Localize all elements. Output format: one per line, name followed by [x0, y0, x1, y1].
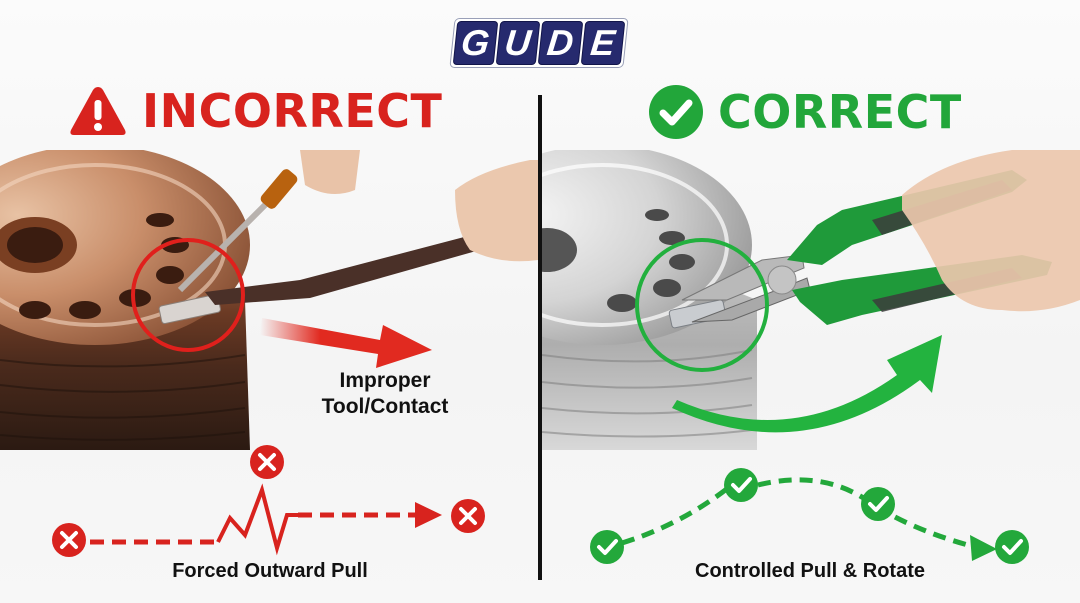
- check-circle-icon: [590, 530, 624, 564]
- annotation-line: Tool/Contact: [321, 395, 449, 418]
- wheel-weight: [668, 299, 727, 329]
- outward-arrow-icon: [260, 318, 432, 368]
- forced-pull-diagram: [52, 445, 485, 557]
- x-circle-icon: [250, 445, 284, 479]
- check-circle-icon: [724, 468, 758, 502]
- wheel-vent-holes: [607, 209, 695, 312]
- logo-letter: D: [537, 21, 583, 65]
- screwdriver-shaft: [177, 197, 273, 293]
- hand: [300, 150, 360, 194]
- hand: [902, 150, 1080, 312]
- correct-highlight-circle: [635, 238, 769, 372]
- problem-highlight-circle: [131, 238, 245, 352]
- logo-letter: G: [452, 21, 498, 65]
- controlled-pull-caption: Controlled Pull & Rotate: [695, 560, 925, 582]
- wheel-face: [0, 150, 250, 345]
- incorrect-heading: INCORRECT: [68, 84, 442, 138]
- check-circle-icon: [649, 85, 703, 139]
- improper-tool-label: Improper Tool/Contact: [300, 368, 470, 420]
- screwdriver-handle: [260, 169, 298, 209]
- rotate-arrow-icon: [672, 335, 942, 433]
- correct-title: CORRECT: [718, 85, 962, 139]
- pliers-pivot: [767, 265, 797, 295]
- correct-scene: [542, 150, 1080, 450]
- x-circle-icon: [451, 499, 485, 533]
- pry-bar: [205, 225, 515, 305]
- gude-logo: G U D E: [449, 18, 629, 68]
- controlled-pull-diagram: [590, 468, 1029, 564]
- x-circle-icon: [52, 523, 86, 557]
- warning-triangle-icon: [70, 87, 126, 135]
- hand: [455, 160, 538, 262]
- logo-letter: U: [495, 21, 541, 65]
- forced-pull-caption: Forced Outward Pull: [172, 560, 368, 582]
- correct-heading: CORRECT: [648, 84, 962, 140]
- check-circle-icon: [861, 487, 895, 521]
- logo-letter: E: [580, 21, 626, 65]
- wheel-vent-holes: [19, 213, 189, 319]
- annotation-line: Improper: [339, 369, 431, 392]
- incorrect-title: INCORRECT: [142, 84, 443, 138]
- check-circle-icon: [995, 530, 1029, 564]
- center-divider: [538, 95, 542, 580]
- incorrect-scene: [0, 150, 538, 450]
